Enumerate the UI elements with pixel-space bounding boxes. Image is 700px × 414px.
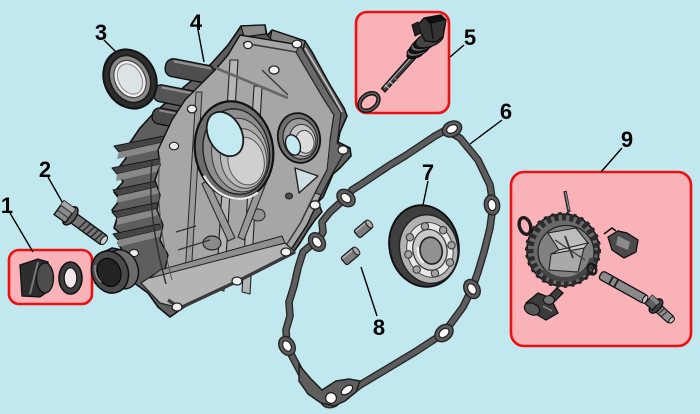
svg-text:3: 3 [95,20,107,45]
svg-text:7: 7 [422,160,434,185]
svg-text:5: 5 [464,25,476,50]
svg-text:2: 2 [39,157,51,182]
svg-text:8: 8 [373,315,385,340]
svg-text:4: 4 [190,10,203,35]
svg-text:9: 9 [621,127,633,152]
svg-text:6: 6 [500,99,512,124]
svg-text:1: 1 [1,193,13,218]
